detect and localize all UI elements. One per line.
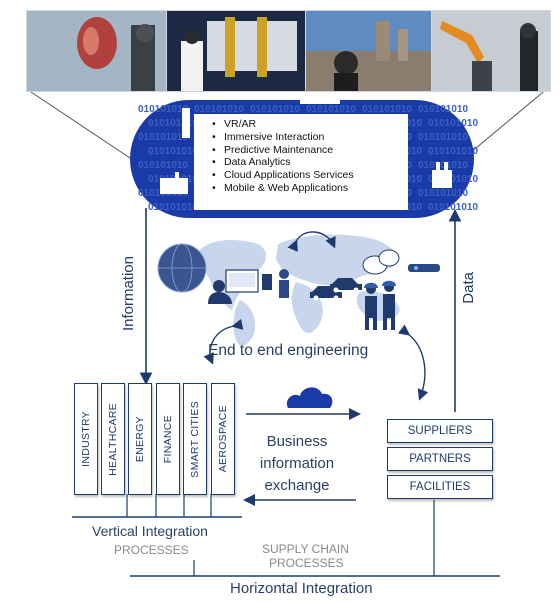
- binary-text: 010101010: [418, 188, 468, 199]
- sector-smart-cities: SMART CITIES: [183, 383, 207, 495]
- capability-list: VR/AR Immersive Interaction Predictive M…: [194, 114, 408, 210]
- vertical-processes-label: PROCESSES: [114, 543, 189, 557]
- data-label: Data: [460, 272, 477, 304]
- supply-chain-processes-label: PROCESSES: [269, 556, 344, 570]
- binary-text: 010101010: [428, 146, 478, 157]
- capability-item: Immersive Interaction: [194, 131, 408, 144]
- end-to-end-label: End to end engineering: [208, 342, 369, 359]
- sector-label: FINANCE: [162, 414, 174, 464]
- sector-industry: INDUSTRY: [74, 383, 98, 495]
- binary-text: 010101010: [418, 160, 468, 171]
- information-label: Information: [120, 256, 137, 332]
- sector-label: HEALTHCARE: [107, 402, 119, 476]
- suppliers-box: SUPPLIERS: [387, 419, 493, 443]
- sector-energy: ENERGY: [128, 383, 152, 495]
- binary-text: 010101010: [138, 132, 188, 143]
- worker-icons: [364, 280, 396, 330]
- binary-text: 010101010: [418, 104, 468, 115]
- capability-item: Predictive Maintenance: [194, 144, 408, 157]
- binary-text: 010101010: [362, 104, 412, 115]
- supply-chain-label: SUPPLY CHAIN: [262, 542, 349, 556]
- capability-item: Data Analytics: [194, 156, 408, 169]
- map-arrow-left: [203, 318, 244, 365]
- binary-text: 010101010: [250, 104, 300, 115]
- capability-item: VR/AR: [194, 118, 408, 131]
- binary-text: 010101010: [138, 160, 188, 171]
- sector-label: ENERGY: [134, 415, 146, 463]
- robot-arm-photo: [431, 10, 551, 92]
- vr-city-photo: [305, 10, 432, 92]
- engineer-workstation-icon: [208, 269, 289, 304]
- binary-text: 010101010: [148, 118, 198, 129]
- binary-text: 010101010: [148, 202, 198, 213]
- cloud-icon: [286, 387, 333, 408]
- car-icons: [310, 278, 362, 301]
- binary-text: 010101010: [428, 118, 478, 129]
- handheld-device-icon: [408, 264, 440, 272]
- capability-item: Mobile & Web Applications: [194, 182, 408, 195]
- vr-factory-photo: [166, 10, 306, 92]
- map-arrow-right: [397, 324, 429, 401]
- binary-text: 010101010: [194, 104, 244, 115]
- horizontal-integration-label: Horizontal Integration: [230, 580, 373, 597]
- binary-text: 010101010: [306, 104, 356, 115]
- binary-text: 010101010: [138, 104, 188, 115]
- sector-finance: FINANCE: [156, 383, 180, 495]
- business-line: information: [259, 455, 335, 472]
- partners-box: PARTNERS: [387, 447, 493, 471]
- binary-text: 010101010: [418, 132, 468, 143]
- business-line: Business: [266, 433, 328, 450]
- facilities-box: FACILITIES: [387, 475, 493, 499]
- sector-label: SMART CITIES: [189, 400, 201, 478]
- business-exchange-label: Business information exchange: [249, 431, 345, 497]
- binary-text: 010101010: [148, 146, 198, 157]
- sector-label: INDUSTRY: [80, 411, 92, 467]
- sector-healthcare: HEALTHCARE: [101, 383, 125, 495]
- business-line: exchange: [264, 477, 330, 494]
- vr-anatomy-photo: [26, 10, 167, 92]
- capability-item: Cloud Applications Services: [194, 169, 408, 182]
- binary-text: 010101010: [428, 174, 478, 185]
- sector-ticks: [126, 494, 212, 517]
- binary-text: 010101010: [428, 202, 478, 213]
- vertical-integration-label: Vertical Integration: [92, 523, 208, 539]
- sector-aerospace: AEROSPACE: [211, 383, 235, 495]
- map-arrow-top: [287, 231, 336, 252]
- sector-label: AEROSPACE: [217, 405, 229, 473]
